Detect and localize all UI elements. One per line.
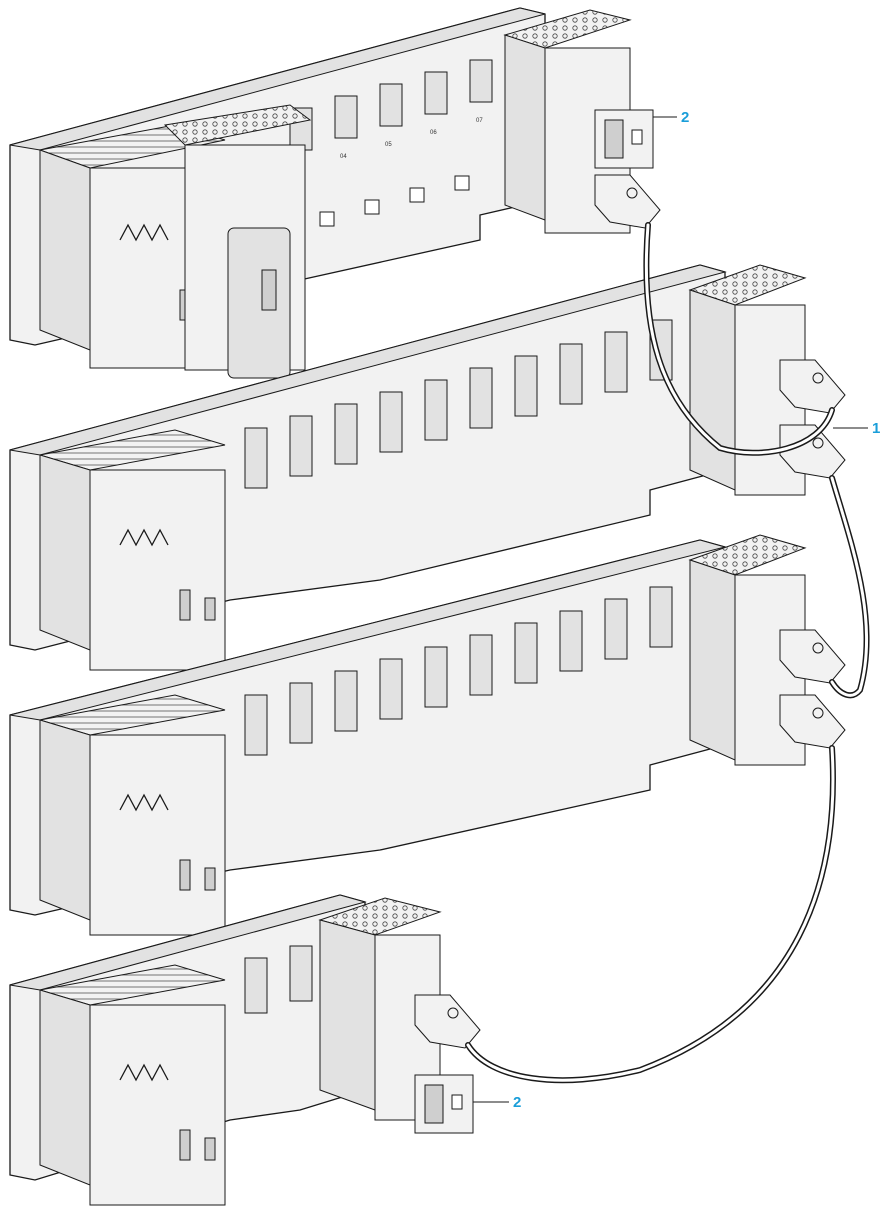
slot-connector: [244, 427, 268, 489]
slot-connector: [559, 343, 583, 405]
slot-connector: [334, 670, 358, 732]
slot-connector: [289, 945, 313, 1002]
rack-1: 04 05 06 07: [9, 7, 661, 379]
slot-connector: [244, 957, 268, 1014]
slot-connector: [469, 634, 493, 696]
extension-cables: [465, 222, 870, 1084]
rack-2-slots: [244, 319, 673, 489]
slot-connector: [379, 658, 403, 720]
slot-connector: [649, 586, 673, 648]
slot-connector: [244, 694, 268, 756]
rack-4-terminator-connector: [414, 1074, 474, 1134]
mount-hole: [454, 175, 470, 191]
rack-2-power-supply: [39, 429, 226, 671]
rack-4-backplane-top-edge: [9, 894, 367, 991]
callout-label-1: 1: [872, 420, 880, 437]
rack-4: [9, 894, 481, 1206]
slot-number-06: 06: [430, 130, 437, 136]
mount-hole: [319, 211, 335, 227]
callout-extension-cable: 1: [833, 420, 880, 437]
rack-1-slots: 04 05 06 07: [289, 59, 493, 227]
slot-connector: [559, 610, 583, 672]
slot-number-05: 05: [385, 142, 392, 148]
rack-4-slots: [244, 945, 313, 1014]
slot-connector: [514, 355, 538, 417]
slot-connector: [604, 598, 628, 660]
callout-label-2-top: 2: [681, 109, 689, 126]
slot-connector: [289, 415, 313, 477]
mount-hole: [409, 187, 425, 203]
rack-3-power-supply: [39, 694, 226, 936]
slot-connector: [604, 331, 628, 393]
rack-4-cable-plug-in: [414, 994, 481, 1049]
slot-connector: [424, 646, 448, 708]
rack-2-backplane-top-edge: [9, 264, 727, 456]
rack-1-backplane-top-edge: [9, 7, 546, 151]
callout-label-2-bottom: 2: [513, 1094, 521, 1111]
slot-connector: [289, 682, 313, 744]
slot-connector: [469, 59, 493, 103]
rack-4-power-supply: [39, 964, 226, 1206]
slot-connector: [424, 71, 448, 115]
slot-connector: [514, 622, 538, 684]
slot-connector: [469, 367, 493, 429]
slot-number-04: 04: [340, 154, 347, 160]
rack-1-cpu-module: [163, 104, 312, 379]
slot-connector: [379, 83, 403, 127]
slot-connector: [334, 403, 358, 465]
rack-2-cable-plug-out: [779, 424, 846, 479]
mount-hole: [364, 199, 380, 215]
slot-connector: [334, 95, 358, 139]
rack-1-terminator-connector: [594, 109, 654, 169]
callout-terminator-bottom: 2: [473, 1094, 521, 1111]
slot-connector: [379, 391, 403, 453]
rack-3-slots: [244, 586, 673, 756]
slot-number-07: 07: [476, 118, 483, 124]
slot-connector: [424, 379, 448, 441]
rack-3: [9, 534, 846, 936]
callout-terminator-top: 2: [653, 109, 689, 126]
